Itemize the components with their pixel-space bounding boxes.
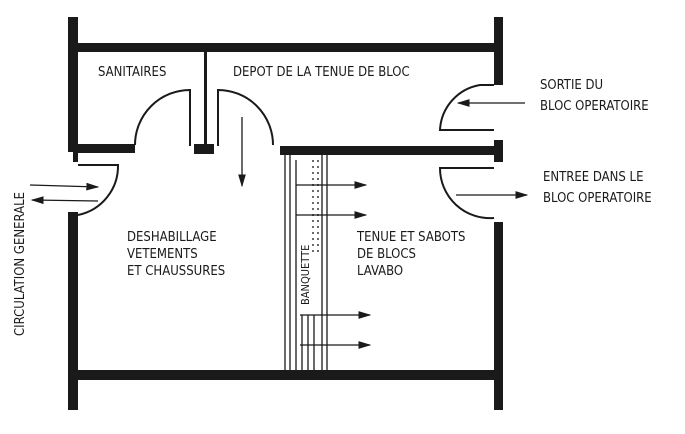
banquette-label: BANQUETTE — [299, 245, 312, 305]
room-label-deshabillage-2: VETEMENTS — [127, 247, 198, 262]
exit-label-sortie-2: BLOC OPERATOIRE — [540, 99, 649, 114]
exit-label-entree-1: ENTREE DANS LE — [543, 170, 643, 185]
exit-label-sortie-1: SORTIE DU — [540, 78, 603, 93]
room-label-sanitaires: SANITAIRES — [98, 65, 166, 80]
room-label-tenue-3: LAVABO — [357, 264, 403, 279]
flow-arrows — [29, 99, 529, 349]
exit-label-entree-2: BLOC OPERATOIRE — [543, 191, 652, 206]
room-label-deshabillage-3: ET CHAUSSURES — [127, 264, 225, 279]
doors — [77, 84, 495, 220]
room-label-tenue-2: DE BLOCS — [357, 247, 416, 262]
banquette-bench — [284, 155, 328, 370]
room-label-depot: DEPOT DE LA TENUE DE BLOC — [233, 65, 410, 80]
circulation-label: CIRCULATION GENERALE — [13, 192, 28, 336]
room-label-deshabillage-1: DESHABILLAGE — [127, 230, 217, 245]
walls — [68, 17, 503, 410]
room-label-tenue-1: TENUE ET SABOTS — [356, 230, 465, 245]
